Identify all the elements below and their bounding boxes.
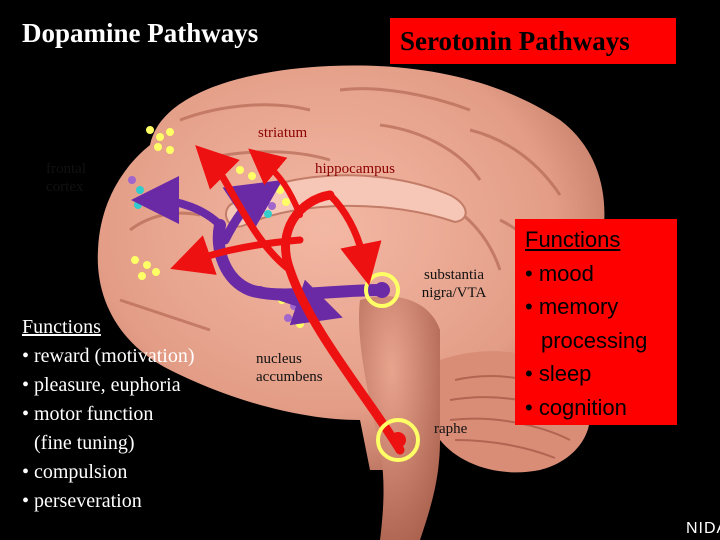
serotonin-function-item: • memory xyxy=(525,294,619,319)
label-nucleus-accumbens: nucleus accumbens xyxy=(256,351,323,385)
serotonin-functions-heading: Functions xyxy=(525,227,621,252)
serotonin-function-item: • mood xyxy=(525,260,594,286)
serotonin-functions-box: Functions • mood • memory processing • s… xyxy=(515,219,677,425)
dopamine-function-item: • compulsion xyxy=(22,461,128,483)
label-frontal-cortex: frontal cortex xyxy=(46,161,86,195)
serotonin-title-box: Serotonin Pathways xyxy=(389,17,677,65)
raphe-dot xyxy=(390,432,406,448)
serotonin-pathways xyxy=(170,145,405,455)
dopamine-functions-list: Functions • reward (motivation) • pleasu… xyxy=(22,313,195,516)
dopamine-function-item: • reward (motivation) xyxy=(22,345,195,367)
serotonin-function-item: • cognition xyxy=(525,394,627,420)
serotonin-function-item: • sleep xyxy=(525,361,592,386)
dopamine-function-item: • perseveration xyxy=(22,490,142,512)
raphe-ring xyxy=(376,418,420,462)
dopamine-functions-heading: Functions xyxy=(22,316,101,338)
serotonin-function-item: processing xyxy=(541,327,648,353)
label-raphe: raphe xyxy=(434,421,468,437)
dopamine-function-item: (fine tuning) xyxy=(34,432,135,454)
label-striatum: striatum xyxy=(258,125,308,141)
neuron-cluster-frontal xyxy=(146,126,174,154)
substantia-nigra-dot xyxy=(374,282,390,298)
dopamine-function-item: • motor function xyxy=(22,403,154,425)
substantia-nigra-ring xyxy=(364,272,400,308)
serotonin-pathways-title: Serotonin Pathways xyxy=(400,26,630,56)
label-substantia-nigra-vta: substantia nigra/VTA xyxy=(421,267,487,301)
dopamine-function-item: • pleasure, euphoria xyxy=(22,374,181,396)
neuron-cluster-lower-frontal xyxy=(131,256,160,280)
nida-credit: NIDA xyxy=(686,520,720,537)
dopamine-pathways-title: Dopamine Pathways xyxy=(22,18,259,48)
label-hippocampus: hippocampus xyxy=(315,161,395,177)
serotonin-functions-list: Functions • mood • memory processing • s… xyxy=(525,223,671,424)
